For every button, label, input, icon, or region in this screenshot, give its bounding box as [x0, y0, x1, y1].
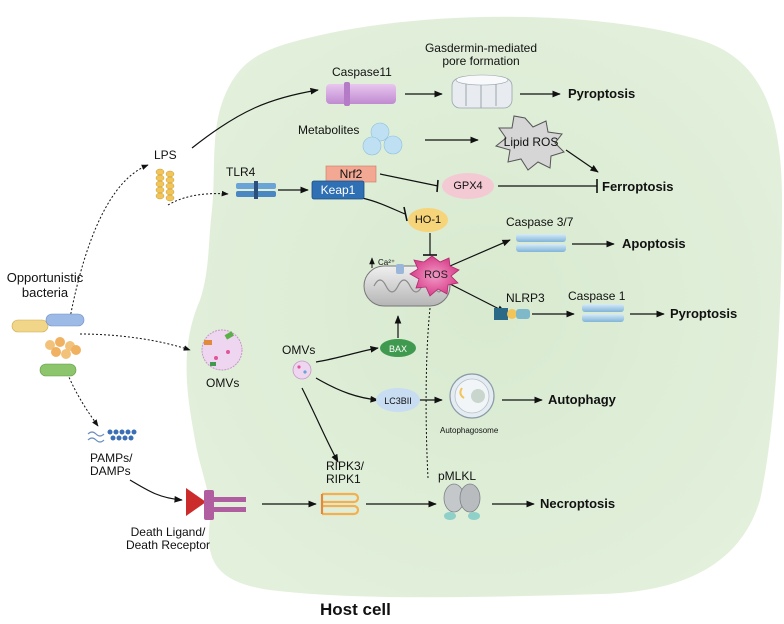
label-autophagy: Autophagy	[548, 392, 616, 407]
arrow-bacteria-pamps	[65, 369, 99, 427]
omv-small-icon	[292, 360, 312, 380]
label-gpx4: GPX4	[453, 180, 483, 192]
gasdermin-pore-icon	[451, 74, 513, 109]
caspase11-icon	[326, 84, 396, 104]
label-caspase37: Caspase 3/7	[506, 215, 574, 229]
arrow-lps-caspase11	[191, 87, 319, 149]
pmlkl-icon	[443, 483, 481, 520]
arrow-lps-tlr4	[167, 190, 229, 206]
label-ferroptosis: Ferroptosis	[602, 179, 674, 194]
label-lipid-ros: Lipid ROS	[503, 135, 559, 149]
label-omvs-inner: OMVs	[282, 343, 316, 357]
label-caspase1: Caspase 1	[568, 289, 626, 303]
label-necroptosis: Necroptosis	[540, 496, 616, 511]
label-lps: LPS	[154, 148, 177, 162]
label-bax: BAX	[388, 344, 407, 354]
bacteria-cluster-icon	[11, 313, 85, 377]
label-apoptosis: Apoptosis	[622, 236, 686, 251]
ho1-ellipse	[408, 208, 448, 232]
death-receptor-icon	[186, 488, 246, 520]
omv-vesicle-icon	[201, 329, 243, 371]
label-pamps: PAMPs/ DAMPs	[90, 451, 133, 478]
label-tlr4: TLR4	[226, 165, 256, 179]
caspase37-icon	[516, 234, 566, 252]
keap1-box	[311, 180, 365, 200]
label-omvs-left: OMVs	[206, 376, 240, 390]
label-nlrp3: NLRP3	[506, 291, 545, 305]
arrow-ros-nlrp3	[449, 283, 506, 313]
label-lc3bii: LC3BII	[384, 396, 412, 406]
label-bacteria: Opportunistic bacteria	[6, 270, 84, 300]
tlr4-receptor-icon	[236, 181, 276, 199]
ripk-icon	[320, 492, 360, 516]
label-pyroptosis-mid: Pyroptosis	[670, 306, 738, 321]
nlrp3-icon	[494, 308, 530, 320]
autophagosome-icon	[449, 373, 495, 419]
label-calcium: Ca²⁺	[378, 258, 396, 267]
gpx4-ellipse	[442, 173, 494, 199]
label-death-ligand: Death Ligand/ Death Receptor	[125, 525, 211, 552]
arrow-bacteria-omvs	[79, 333, 191, 351]
lps-chain-icon	[155, 168, 175, 202]
arrow-ros-caspase37	[449, 239, 511, 267]
arrow-omvs-ripk	[301, 387, 339, 463]
host-cell-body	[186, 16, 783, 598]
ros-burst-icon	[409, 255, 460, 297]
pamps-molecules-icon	[87, 429, 137, 443]
lipid-ros-burst-icon	[494, 115, 565, 171]
lc3bii-ellipse	[376, 388, 420, 412]
caspase1-icon	[582, 304, 624, 322]
arrow-bacteria-lps	[69, 164, 149, 319]
metabolites-icon	[362, 122, 403, 156]
label-pyroptosis-top: Pyroptosis	[568, 86, 636, 101]
arrow-pmlkl-ros	[425, 291, 434, 479]
label-caspase11: Caspase11	[332, 65, 392, 79]
label-keap1: Keap1	[320, 183, 356, 197]
label-gasdermin: Gasdermin-mediated pore formation	[424, 41, 538, 68]
arrow-omvs-bax	[315, 346, 379, 363]
arrow-pamps-receptor	[129, 479, 183, 503]
label-ros: ROS	[424, 269, 448, 281]
arrow-omvs-lc3bii	[315, 377, 379, 403]
arrow-lipidros-ferroptosis	[565, 149, 599, 173]
inhibit-keap1-ho1	[361, 197, 406, 215]
label-pmlkl: pMLKL	[438, 469, 477, 483]
label-autophagosome: Autophagosome	[440, 426, 499, 435]
label-nrf2: Nrf2	[339, 167, 363, 181]
label-host-cell: Host cell	[320, 600, 391, 619]
bax-ellipse	[380, 339, 416, 357]
inhibit-nrf2-gpx4	[379, 173, 439, 187]
label-ripk: RIPK3/ RIPK1	[326, 459, 365, 486]
label-metabolites: Metabolites	[298, 123, 360, 137]
label-ho1: HO-1	[414, 214, 442, 226]
